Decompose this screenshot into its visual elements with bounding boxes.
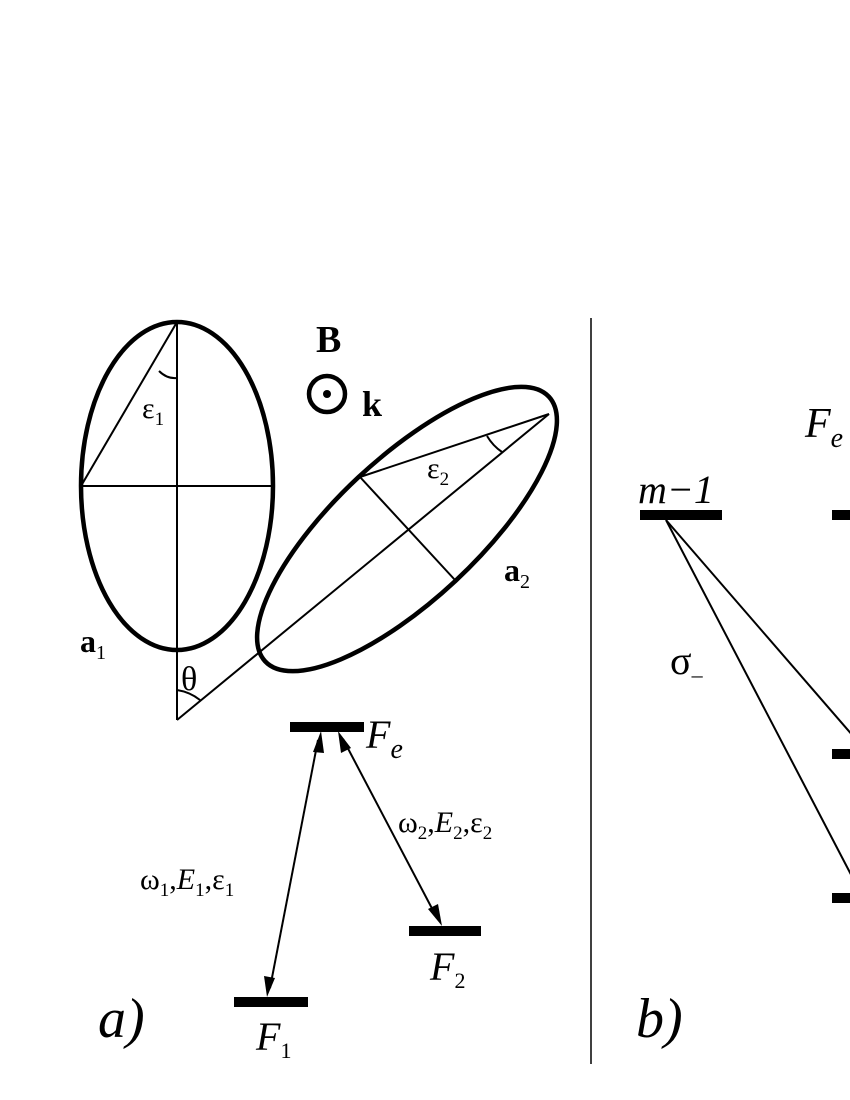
polarization-ellipse-1: ε1 bbox=[78, 319, 276, 720]
ellipse-2-eps-label: ε2 bbox=[427, 452, 449, 490]
wave-k-label: k bbox=[362, 384, 382, 424]
excited-level-bar bbox=[290, 722, 364, 732]
transition-1-arrow bbox=[264, 731, 324, 997]
field-B-label: B bbox=[316, 319, 341, 361]
panel-a: ε1 ε2 θ a1 a2 B k Fe F1 bbox=[78, 319, 560, 1063]
ellipse-2-major-axis bbox=[176, 413, 550, 721]
theta-arc bbox=[176, 689, 201, 701]
sigma-minus-line-2 bbox=[665, 519, 850, 875]
panel-b-excited-label: Fe bbox=[804, 401, 843, 454]
ellipse-2-eps-arc bbox=[486, 435, 503, 453]
level-m-minus-1-bar bbox=[640, 510, 722, 520]
ellipse-1-diagonal bbox=[80, 321, 178, 487]
ellipse-2-outline bbox=[254, 384, 560, 674]
excited-level-label: Fe bbox=[365, 712, 403, 765]
ellipse-1-eps-label: ε1 bbox=[142, 392, 164, 430]
lower-sublevel-bar-1 bbox=[832, 749, 850, 759]
ground-level-2-label: F2 bbox=[429, 944, 465, 993]
level-m-minus-1-label: m−1 bbox=[638, 467, 714, 512]
ground-level-1-label: F1 bbox=[255, 1014, 291, 1063]
vector-a1-label: a1 bbox=[80, 623, 106, 664]
panel-b: Fe m−1 σ– b) bbox=[636, 401, 850, 1050]
polarization-ellipse-2: ε2 bbox=[176, 384, 560, 721]
transition-1-label: ω1,E1,ε1 bbox=[140, 863, 234, 901]
panel-b-label: b) bbox=[636, 988, 683, 1050]
ground-level-1-bar bbox=[234, 997, 308, 1007]
sigma-minus-line-1 bbox=[665, 519, 850, 734]
excited-sublevel-bar bbox=[832, 510, 850, 520]
transition-2-arrow bbox=[338, 731, 442, 926]
lower-sublevel-bar-2 bbox=[832, 893, 850, 903]
vector-a2-label: a2 bbox=[504, 552, 530, 593]
theta-label: θ bbox=[181, 661, 197, 698]
panel-a-label: a) bbox=[98, 988, 145, 1050]
ellipse-2-diagonal bbox=[359, 413, 550, 478]
ellipse-2-minor-axis bbox=[359, 476, 456, 581]
ellipse-1-eps-arc bbox=[158, 370, 178, 380]
sigma-minus-label: σ– bbox=[670, 638, 704, 687]
transition-2-label: ω2,E2,ε2 bbox=[398, 806, 492, 844]
ground-level-2-bar bbox=[409, 926, 481, 936]
out-of-page-icon bbox=[306, 373, 348, 415]
